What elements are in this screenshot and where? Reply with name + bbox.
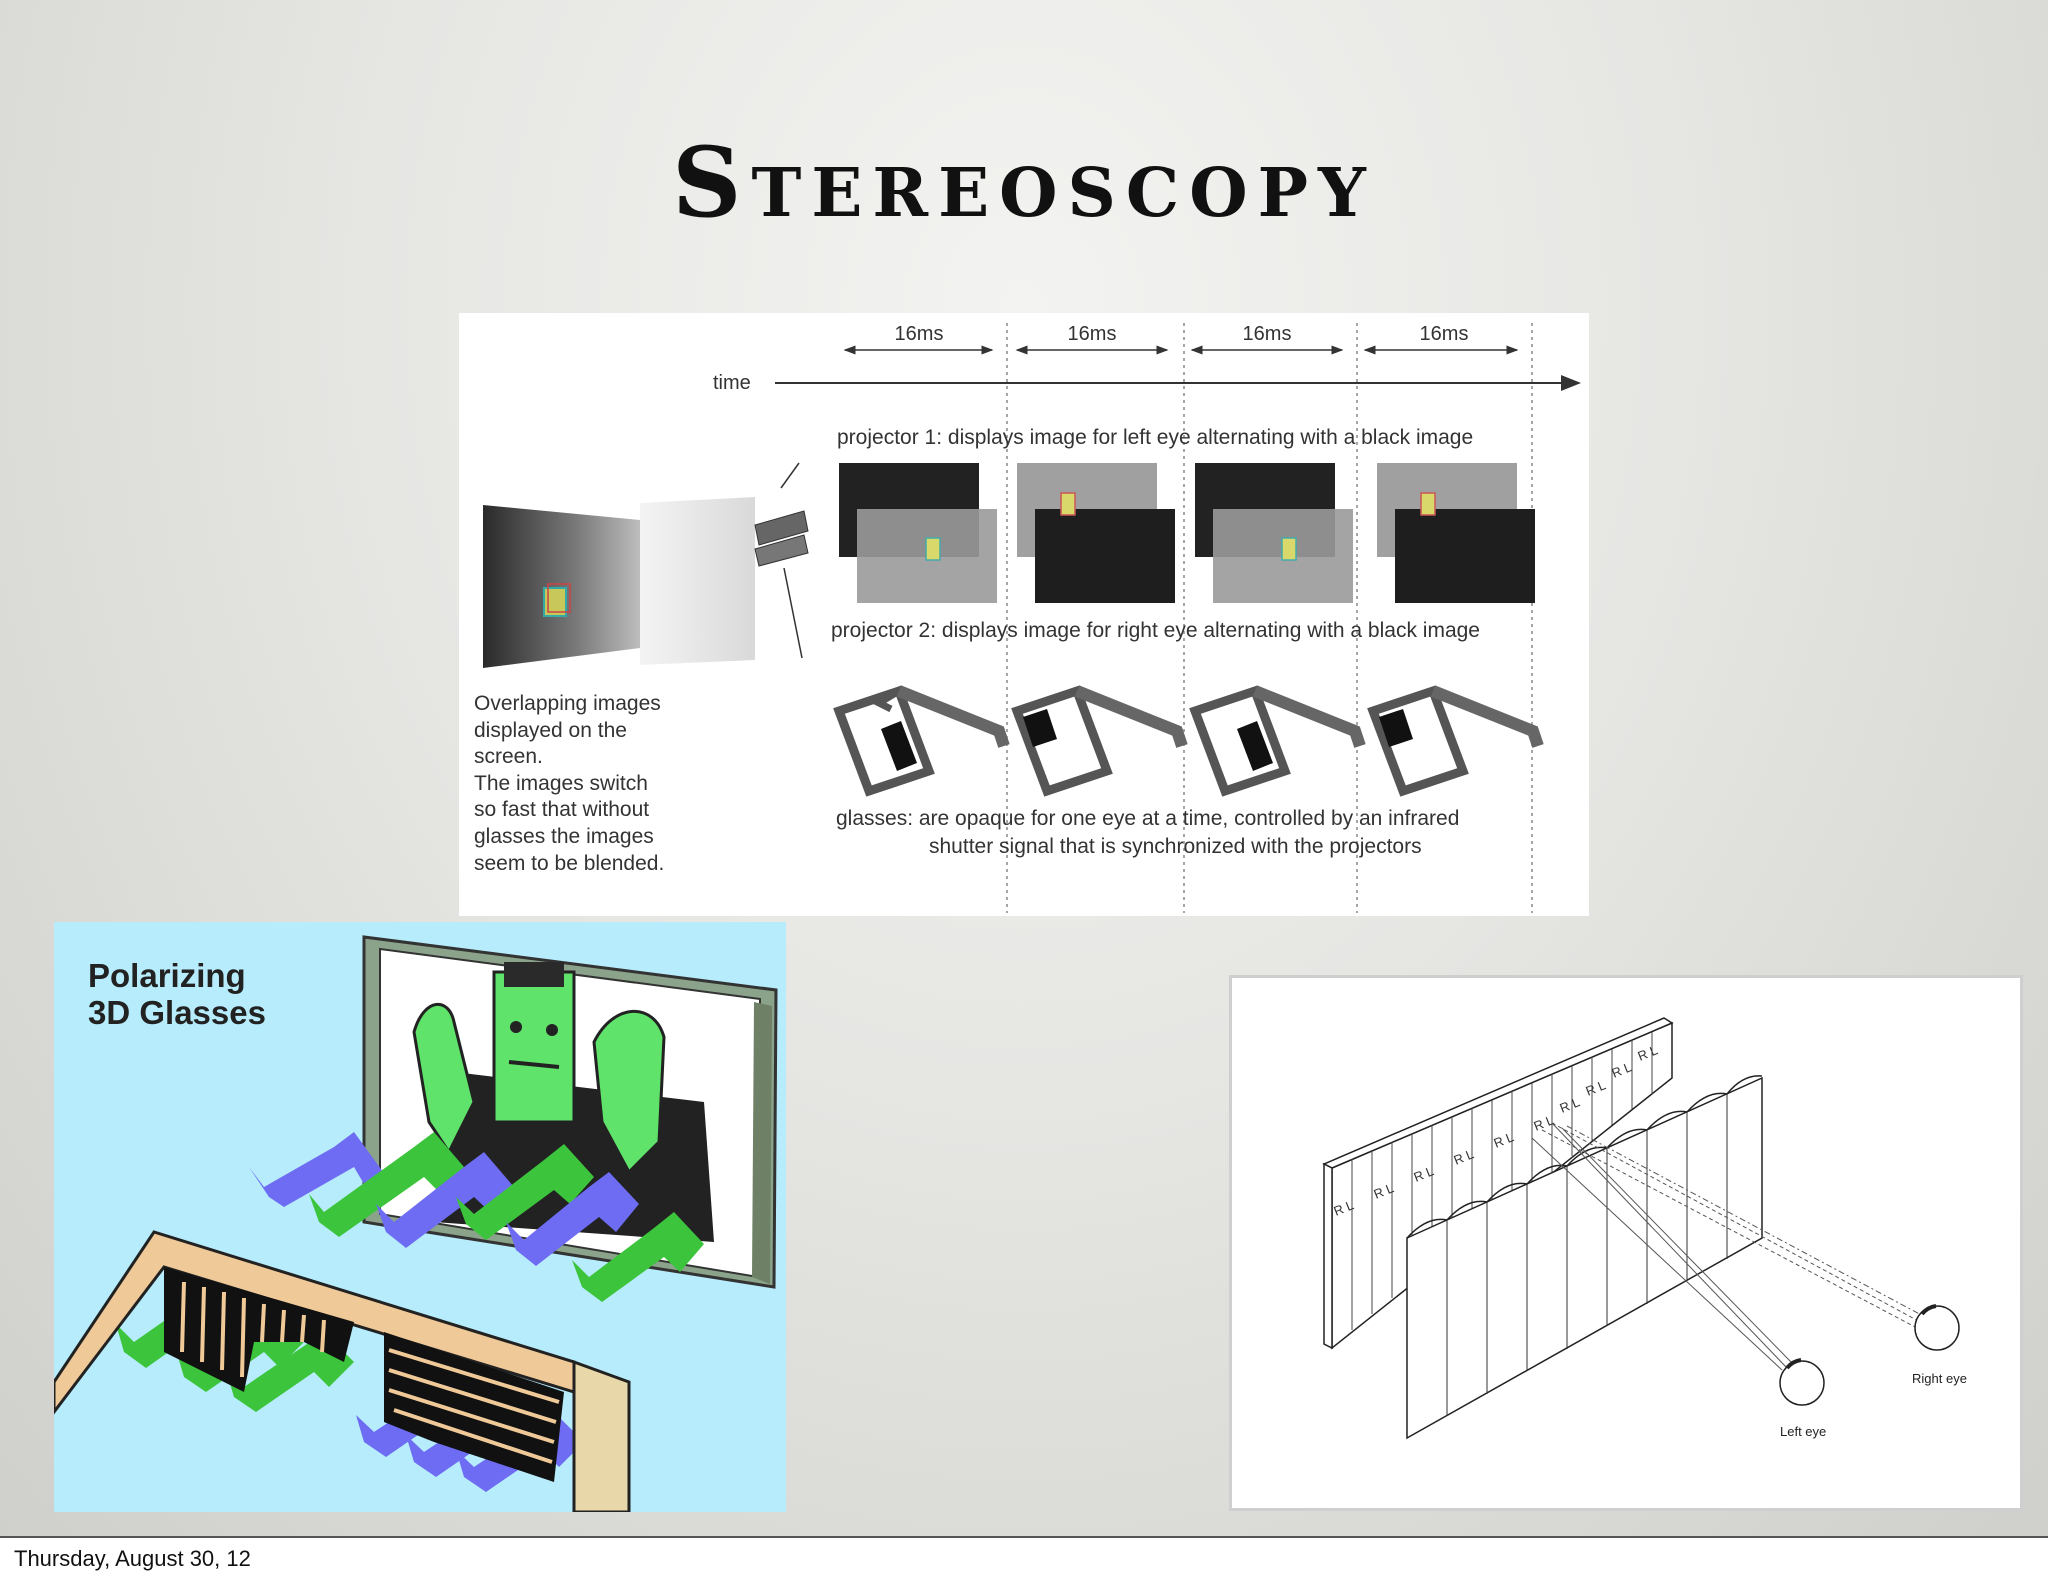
timing-diagram-svg: 16ms 16ms 16ms 16ms time projector 1: di… (474, 323, 1581, 913)
glasses-caption: glasses: are opaque for one eye at a tim… (836, 807, 1459, 858)
interval-dividers (1006, 323, 1533, 913)
glasses-icon (833, 685, 1010, 797)
projector1-caption: projector 1: displays image for left eye… (837, 426, 1473, 449)
parallax-barrier-diagram: R L R L R L R L R L R L R L R L R L R L (1229, 975, 2023, 1511)
polarizing-glasses-illustration: Polarizing 3D Glasses (54, 922, 786, 1512)
svg-text:so fast that without: so fast that without (474, 798, 649, 821)
interval-label: 16ms (1243, 323, 1292, 345)
left-eye-label: Left eye (1780, 1424, 1826, 1439)
slide-title: Stereoscopy (672, 126, 1376, 239)
svg-text:R L: R L (1492, 1129, 1516, 1150)
strip-labels: R L R L R L R L R L R L R L R L R L R L (1332, 1042, 1660, 1218)
projection-screen (483, 505, 640, 668)
polarizing-svg: Polarizing 3D Glasses (54, 935, 778, 1512)
time-label: time (713, 372, 751, 394)
svg-text:R L: R L (1332, 1197, 1356, 1218)
svg-text:glasses the images: glasses the images (474, 825, 654, 848)
left-eye-icon (1779, 1358, 1825, 1406)
svg-text:R L: R L (1610, 1059, 1634, 1080)
projector-beam (640, 497, 755, 665)
shutter-glasses-row (833, 685, 1544, 797)
svg-text:R L: R L (1452, 1146, 1476, 1167)
svg-text:R L: R L (1584, 1077, 1608, 1098)
polarized-glasses (54, 1230, 631, 1512)
shutter-timing-diagram: 16ms 16ms 16ms 16ms time projector 1: di… (459, 313, 1589, 916)
interval-label: 16ms (1420, 323, 1469, 345)
lenticular-svg: R L R L R L R L R L R L R L R L R L R L (1322, 1017, 1967, 1440)
slide: Stereoscopy (0, 0, 2048, 1536)
blended-object (543, 587, 567, 617)
glasses-icon (1367, 685, 1544, 797)
polarizing-title-line: Polarizing (88, 957, 246, 994)
interval-label: 16ms (895, 323, 944, 345)
projector-icon (754, 462, 809, 659)
interval-label: 16ms (1068, 323, 1117, 345)
polarizing-title-line: 3D Glasses (88, 994, 266, 1031)
svg-text:displayed on the: displayed on the (474, 719, 627, 742)
svg-text:Overlapping images: Overlapping images (474, 692, 661, 715)
projector2-caption: projector 2: displays image for right ey… (831, 619, 1480, 642)
svg-text:shutter signal that is synchro: shutter signal that is synchronized with… (929, 835, 1422, 858)
glasses-icon (1189, 685, 1366, 797)
svg-text:R L: R L (1532, 1112, 1556, 1133)
svg-text:R L: R L (1412, 1163, 1436, 1184)
screen-caption: Overlapping images displayed on the scre… (474, 692, 664, 875)
footer-date: Thursday, August 30, 12 (14, 1546, 251, 1571)
lenticular-lens-array (1406, 1075, 1763, 1440)
projector-frames (839, 463, 1535, 603)
svg-text:seem to be blended.: seem to be blended. (474, 852, 664, 875)
svg-text:R L: R L (1372, 1180, 1396, 1201)
view-rays (1531, 1122, 1928, 1371)
svg-text:screen.: screen. (474, 745, 543, 768)
svg-text:The images switch: The images switch (474, 772, 648, 795)
footer-bar: Thursday, August 30, 12 (0, 1536, 2048, 1578)
svg-text:glasses: are opaque for one ey: glasses: are opaque for one eye at a tim… (836, 807, 1459, 830)
svg-text:R L: R L (1558, 1094, 1582, 1115)
right-eye-icon (1914, 1304, 1960, 1351)
right-eye-label: Right eye (1912, 1371, 1967, 1386)
glasses-icon (1011, 685, 1188, 797)
svg-text:R L: R L (1636, 1042, 1660, 1063)
